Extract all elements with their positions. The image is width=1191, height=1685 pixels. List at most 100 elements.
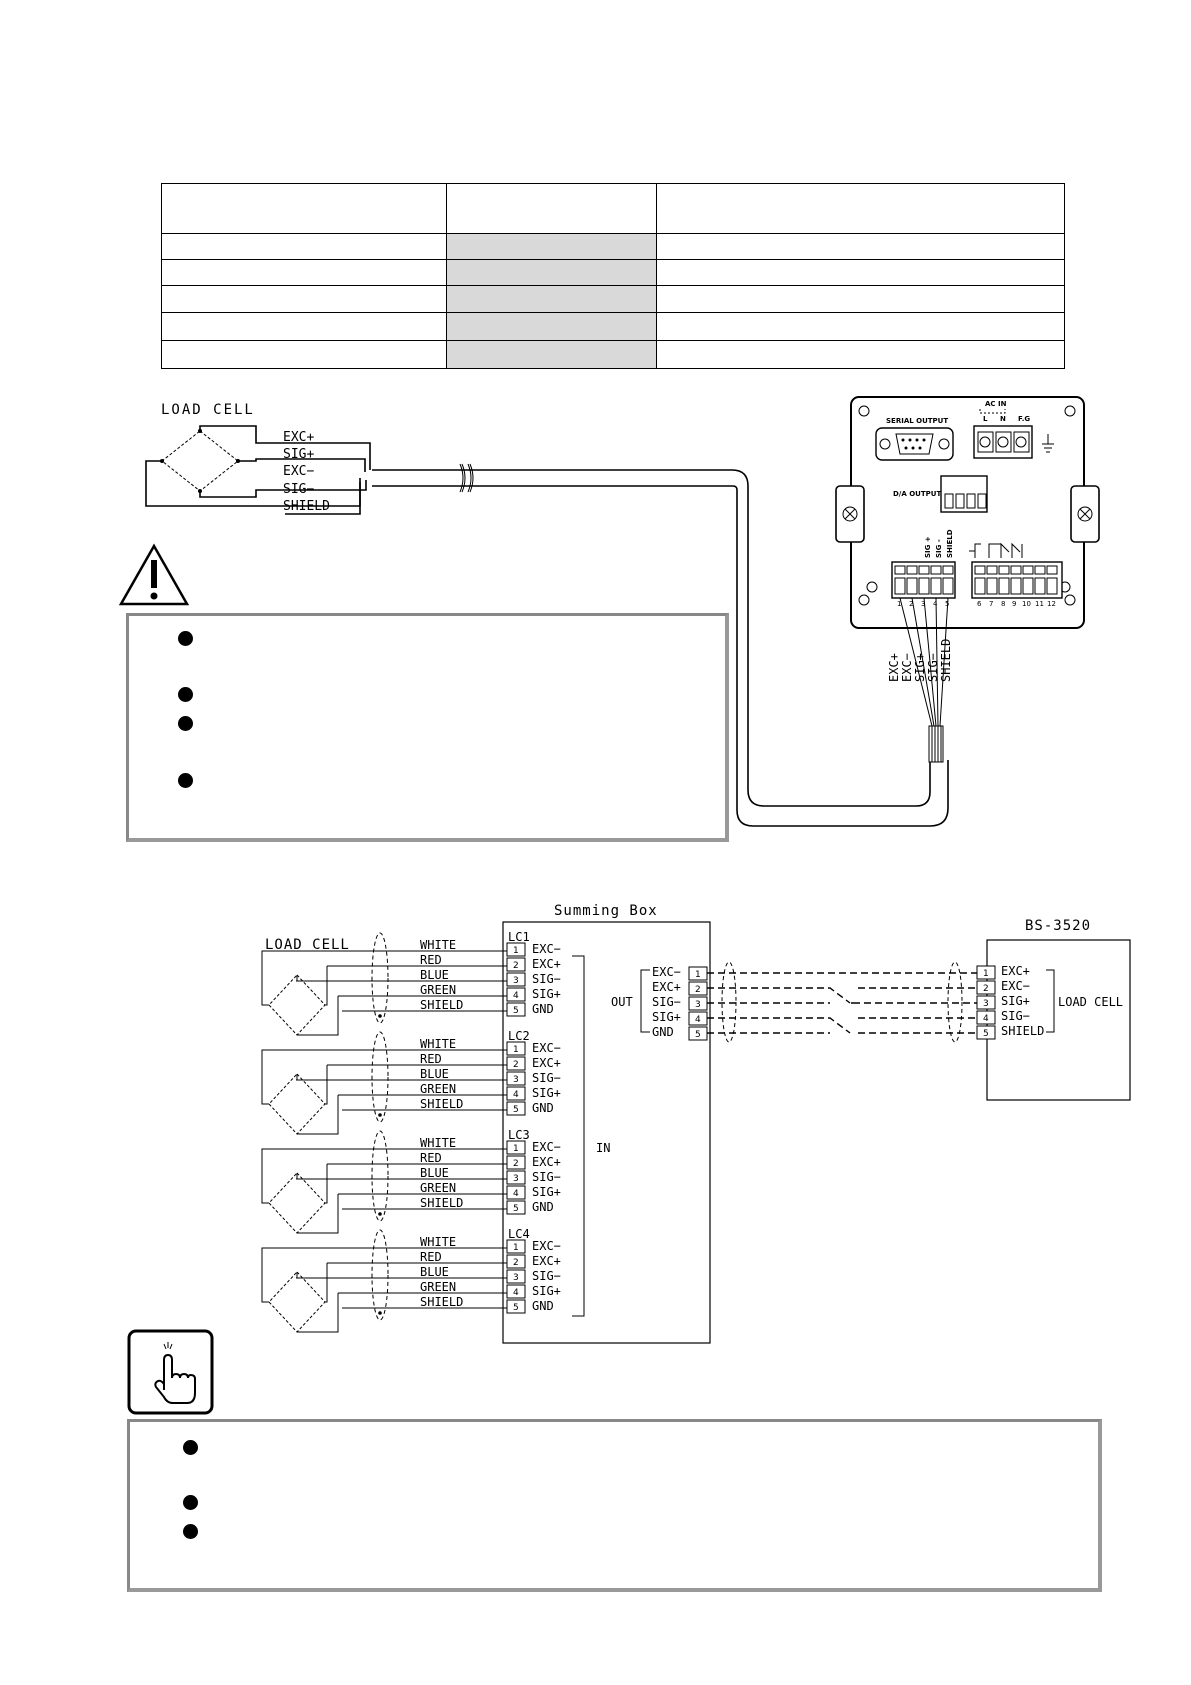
cable-sig-plus-label: SIG+ (913, 653, 927, 682)
terminal-pin: 4 (513, 1288, 519, 1298)
serial-output-label: SERIAL OUTPUT (886, 417, 948, 425)
terminal-signal: SIG− (532, 1071, 561, 1085)
terminal-signal: EXC+ (532, 1155, 561, 1169)
cable-shield-ellipse (371, 1229, 389, 1321)
wire (297, 1293, 339, 1333)
top-signal-labels: EXC+ SIG+ EXC− SIG− SHIELD (283, 430, 330, 514)
terminal-signal: GND (532, 1101, 554, 1115)
out-pin-3: 3 (695, 1000, 701, 1010)
terminal-box (506, 1056, 526, 1071)
connection-table (161, 183, 1065, 369)
cable-shield-label: SHIELD (939, 639, 953, 682)
terminal-signal: SIG+ (532, 1185, 561, 1199)
cable-exc-plus-label: EXC+ (887, 653, 901, 682)
wire-color-label: RED (420, 1250, 442, 1264)
terminal-pin: 2 (513, 1258, 519, 1268)
terminal-box (506, 987, 526, 1002)
load-cell-bridge-icon (268, 1271, 326, 1333)
terminal-box (506, 1140, 526, 1155)
terminal-box (506, 942, 526, 957)
cable-shield-ellipse (371, 932, 389, 1024)
out-pin-5: 5 (695, 1030, 701, 1040)
exc-plus-label: EXC+ (283, 430, 314, 445)
load-cell-bridge-icon (268, 1172, 326, 1234)
pin-12: 12 (1047, 600, 1056, 608)
terminal-signal: GND (532, 1299, 554, 1313)
out-terminal: OUT EXC− EXC+ SIG− SIG+ GND 1 2 3 4 5 (611, 965, 708, 1041)
ac-l-label: L (983, 415, 988, 423)
terminal-pin: 3 (513, 1273, 519, 1283)
pin-7: 7 (989, 600, 993, 608)
ac-in-label: AC IN (985, 400, 1007, 408)
terminal-box (506, 1002, 526, 1017)
shield-node (378, 1212, 382, 1216)
dev-pin-3: 3 (983, 999, 989, 1009)
terminal-signal: SIG+ (532, 1086, 561, 1100)
out-sig-minus: SIG− (652, 995, 681, 1009)
pointing-hand-icon (127, 1329, 214, 1415)
load-cell-title: LOAD CELL (161, 402, 255, 418)
out-exc-minus: EXC− (652, 965, 681, 979)
out-pin-4: 4 (695, 1015, 701, 1025)
terminal-pin: 1 (513, 1144, 519, 1154)
terminal-signal: EXC− (532, 1140, 561, 1154)
pin-2: 2 (909, 600, 913, 608)
wire-color-label: RED (420, 1052, 442, 1066)
dev-sig-minus: SIG− (1001, 1009, 1030, 1023)
wire (297, 1095, 339, 1135)
cable-shield-ellipse (371, 1130, 389, 1222)
terminal-pin: 5 (513, 1204, 519, 1214)
terminal-box (506, 1269, 526, 1284)
dev-pin-2: 2 (983, 984, 989, 994)
terminal-pin: 5 (513, 1006, 519, 1016)
cable-sig-minus-label: SIG− (926, 653, 940, 682)
wire-color-label: SHIELD (420, 1196, 463, 1210)
dev-load-cell-label: LOAD CELL (1058, 995, 1123, 1009)
wire (325, 1065, 328, 1105)
pin-1: 1 (897, 600, 901, 608)
bullet-icon (183, 1495, 198, 1510)
signal-cable (372, 463, 949, 827)
cable-exc-minus-label: EXC− (900, 653, 914, 682)
wire (261, 1148, 272, 1204)
wire (261, 1247, 272, 1303)
sig-plus-term-label: SIG + (924, 536, 932, 558)
in-label: IN (596, 1141, 610, 1155)
terminal-box (506, 1254, 526, 1269)
da-output-label: D/A OUTPUT (893, 490, 941, 498)
terminal-signal: SIG− (532, 972, 561, 986)
terminal-pin: 3 (513, 1174, 519, 1184)
wire-color-label: BLUE (420, 1067, 449, 1081)
tip-note-box (127, 1419, 1102, 1592)
dev-pin-1: 1 (983, 969, 989, 979)
terminal-signal: EXC+ (532, 1254, 561, 1268)
terminal-signal: EXC− (532, 1041, 561, 1055)
terminal-box (506, 1101, 526, 1116)
terminal-signal: SIG− (532, 1269, 561, 1283)
terminal-pin: 4 (513, 1090, 519, 1100)
shield-node (378, 1113, 382, 1117)
wire (297, 1194, 339, 1234)
channel-label: LC4 (508, 1227, 530, 1241)
out-label: OUT (611, 995, 633, 1009)
terminal-box (506, 972, 526, 987)
wire-color-label: GREEN (420, 1181, 456, 1195)
ground-icon (1042, 434, 1054, 453)
dev-pin-4: 4 (983, 1014, 989, 1024)
panel-cable-labels: EXC+ EXC− SIG+ SIG− SHIELD (887, 639, 953, 682)
wire-color-label: RED (420, 953, 442, 967)
terminal-box (506, 957, 526, 972)
terminal-box (506, 1284, 526, 1299)
wire-color-label: GREEN (420, 1082, 456, 1096)
summing-output-cable (707, 961, 978, 1043)
wire (325, 966, 328, 1006)
terminal-signal: GND (532, 1200, 554, 1214)
summing-box (502, 921, 711, 1344)
load-cell-bridge-icon (268, 1073, 326, 1135)
wire-color-label: WHITE (420, 1136, 456, 1150)
bs3520-device: BS-3520 1 2 3 4 5 EXC+ EXC− SIG+ SIG− SH… (976, 918, 1131, 1101)
bullet-icon (183, 1524, 198, 1539)
wire (325, 1164, 328, 1204)
wire-color-label: SHIELD (420, 998, 463, 1012)
terminal-box (506, 1155, 526, 1170)
